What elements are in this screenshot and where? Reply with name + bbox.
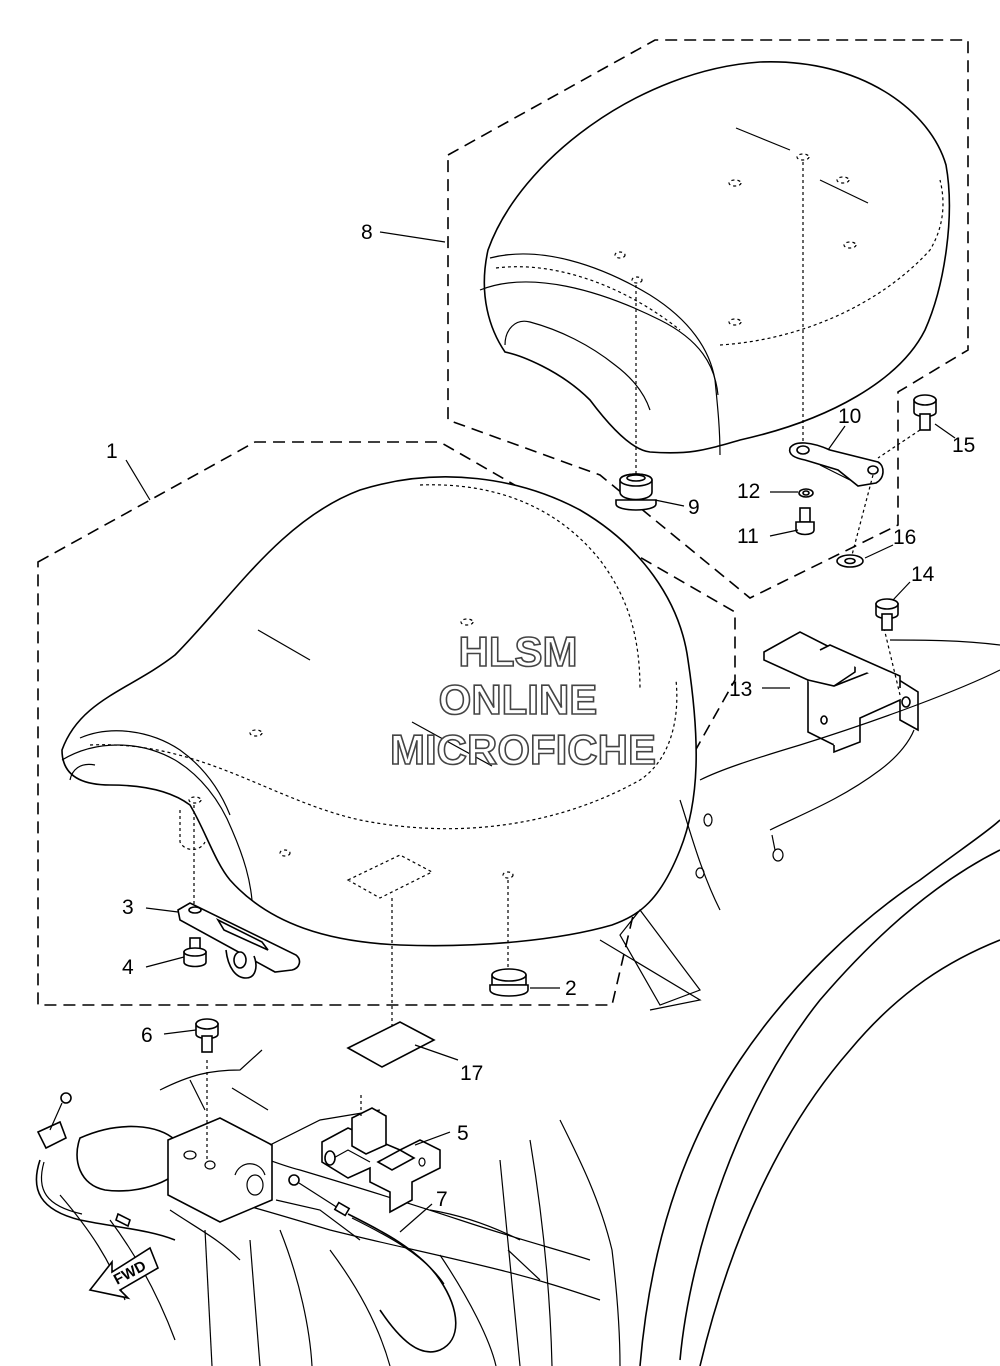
part-14-bolt (875, 598, 899, 631)
callout-1: 1 (106, 440, 118, 463)
callout-9: 9 (688, 496, 700, 519)
motorcycle-frame (499, 639, 1000, 1366)
watermark-line-2: ONLINE (439, 676, 598, 723)
watermark-line-3: MICROFICHE (390, 726, 656, 773)
watermark-line-1: HLSM (459, 628, 578, 675)
part-4-bolt (183, 937, 207, 968)
callout-2: 2 (565, 977, 577, 1000)
part-5-seat-lock (321, 1107, 441, 1214)
part-12-washer (798, 488, 814, 498)
part-9-damper (615, 473, 657, 511)
rider-seat (61, 476, 697, 947)
part-2-damper (489, 968, 529, 997)
callout-14: 14 (911, 563, 935, 586)
callout-13: 13 (729, 678, 752, 701)
callout-3: 3 (122, 896, 134, 919)
callout-7: 7 (436, 1188, 448, 1211)
part-16-washer (836, 554, 864, 568)
part-7-cable (35, 1092, 457, 1353)
callout-11: 11 (737, 525, 759, 548)
part-3-hook-bracket (177, 902, 301, 979)
callout-15: 15 (952, 434, 975, 457)
part-15-bolt (913, 394, 937, 431)
part-10-bracket (788, 442, 884, 487)
part-13-lock-bracket (763, 631, 919, 754)
callout-16: 16 (893, 526, 916, 549)
callout-5: 5 (457, 1122, 469, 1145)
forward-arrow-icon: FWD (88, 1246, 159, 1300)
watermark: HLSM ONLINE MICROFICHE (389, 627, 657, 774)
callout-leaders (125, 231, 956, 1233)
callout-12: 12 (737, 480, 760, 503)
part-17-label (346, 1021, 436, 1068)
part-11-screw (795, 507, 815, 536)
rider-seat-group-outline (37, 441, 736, 1006)
callout-10: 10 (838, 405, 861, 428)
callout-6: 6 (141, 1024, 153, 1047)
part-6-bolt (195, 1018, 219, 1053)
callout-8: 8 (361, 221, 373, 244)
passenger-seat-group-outline (447, 39, 969, 599)
passenger-seat (479, 61, 951, 456)
callout-labels: 1 2 3 4 5 6 7 8 9 10 11 12 13 14 15 16 1… (106, 221, 975, 1211)
callout-17: 17 (460, 1062, 483, 1085)
callout-4: 4 (122, 956, 134, 979)
frame-tube (59, 1049, 601, 1366)
